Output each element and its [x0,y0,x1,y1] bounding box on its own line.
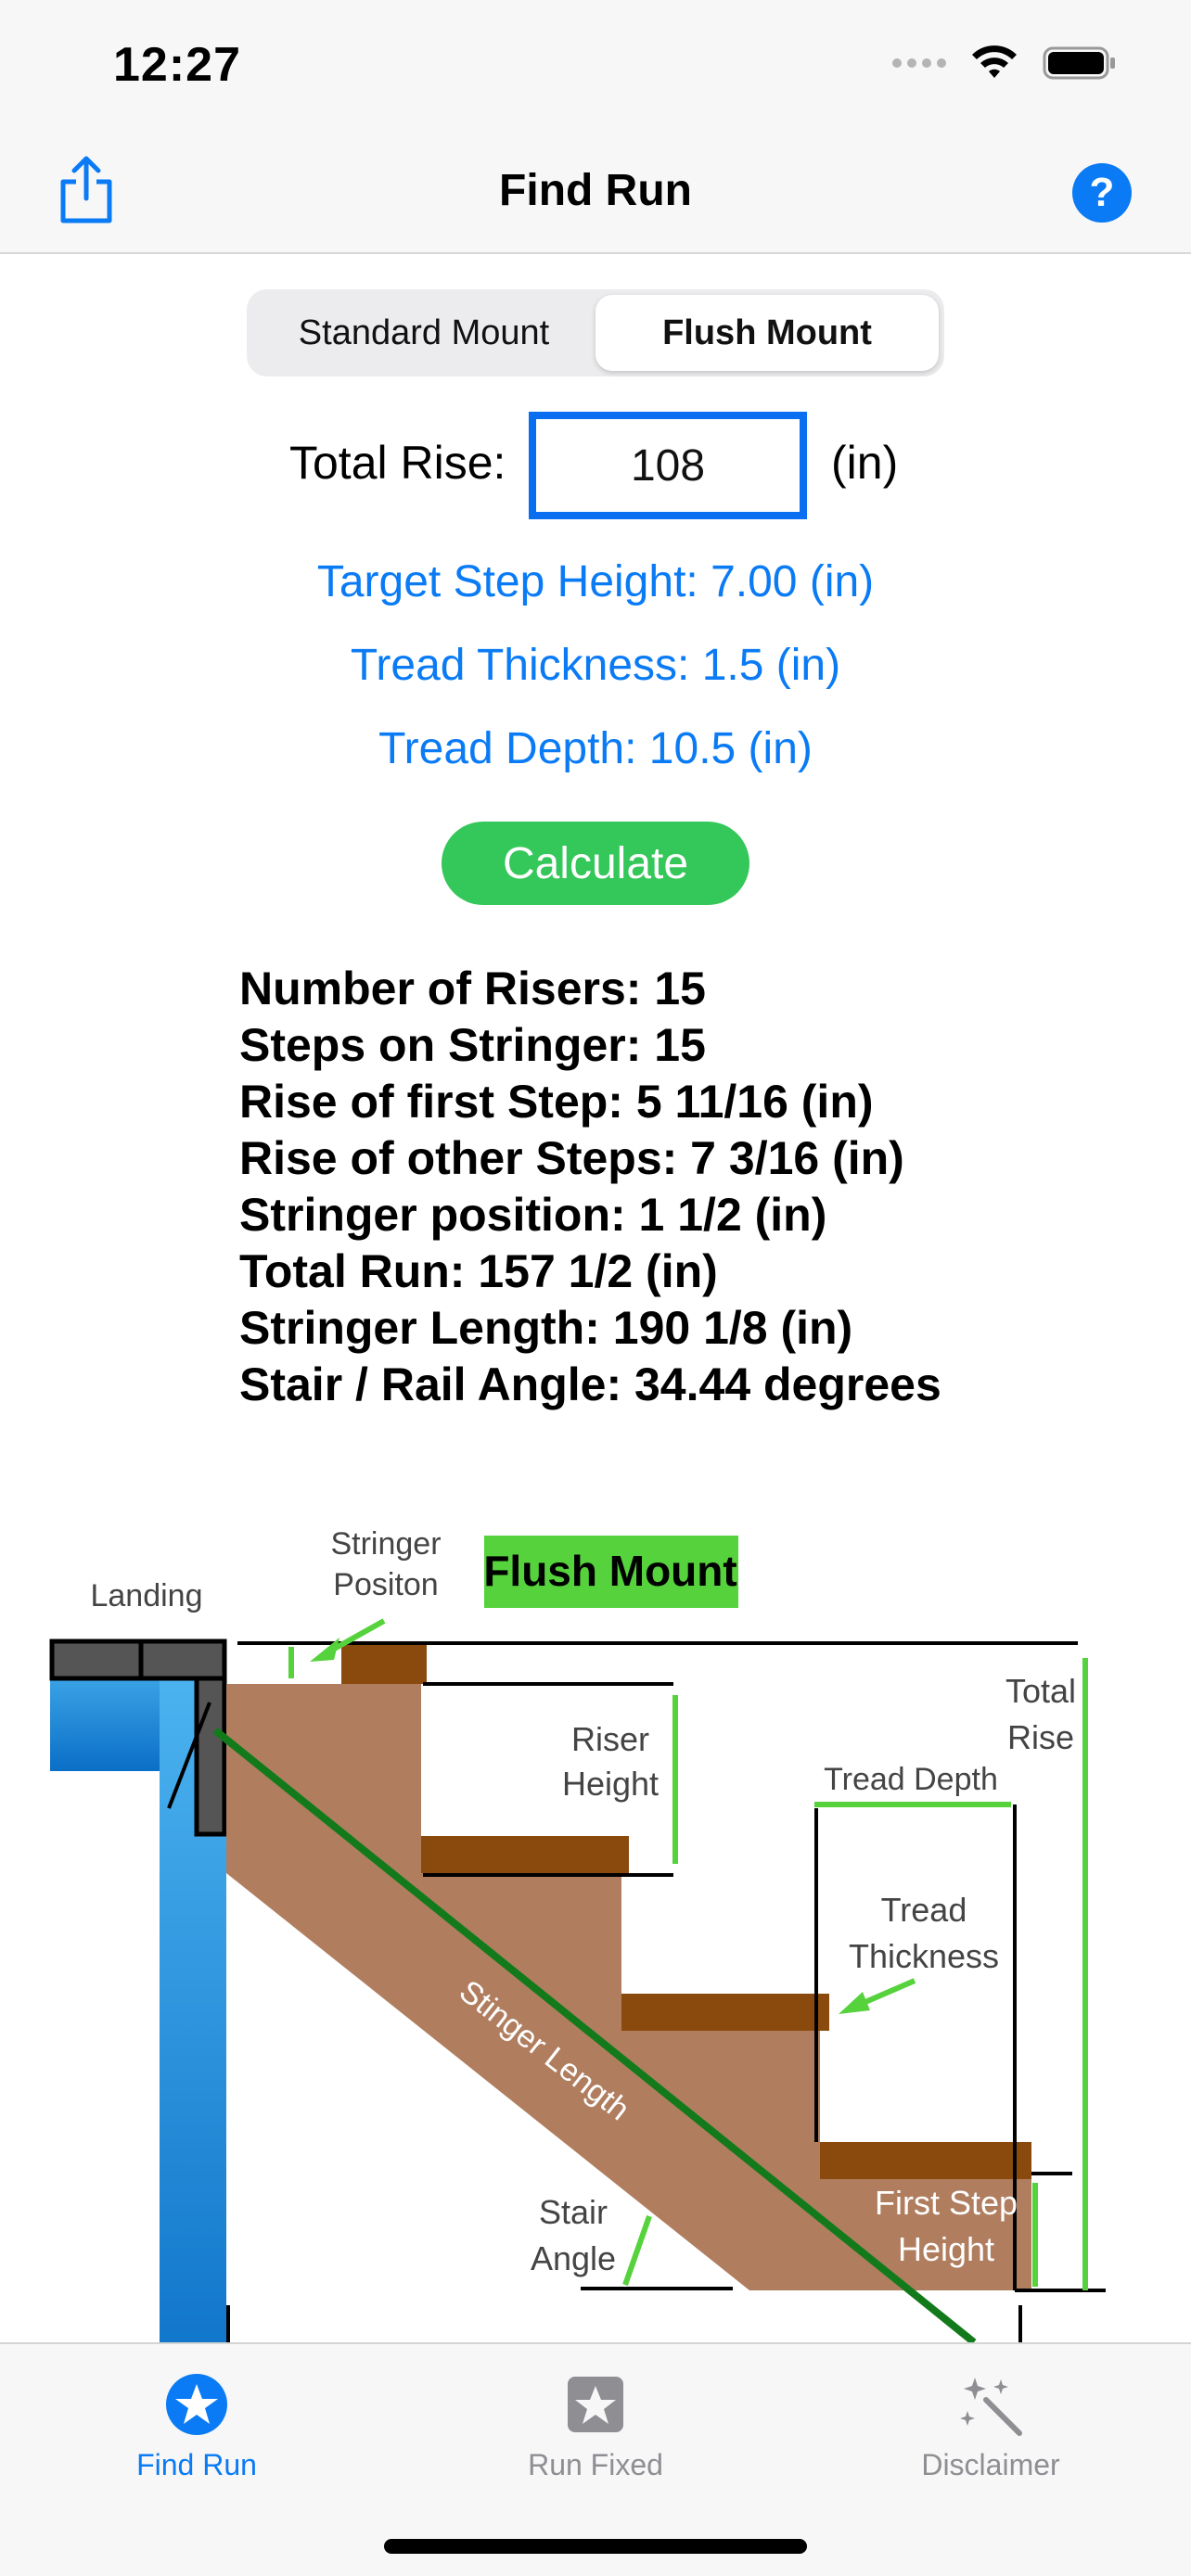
tread-3 [820,2142,1031,2179]
tread-2 [621,1994,829,2031]
tread-thickness-label-1: Tread [881,1891,967,1929]
tread-thickness-link[interactable]: Tread Thickness: 1.5 (in) [350,641,841,690]
help-button[interactable]: ? [1072,163,1132,223]
star-square-icon [568,2377,623,2432]
share-icon [60,156,112,223]
top-bar: 12:27 Find Run ? [0,0,1191,254]
ledger-angle-line [167,1702,211,1809]
result-rise-other-steps: Rise of other Steps: 7 3/16 (in) [239,1132,904,1184]
landing-cap-right [138,1639,227,1681]
stringer [226,1684,1031,2290]
total-rise-input[interactable] [529,412,807,519]
tab-disclaimer-label: Disclaimer [921,2448,1060,2481]
segment-flush-mount[interactable]: Flush Mount [596,295,939,371]
target-step-height-link[interactable]: Target Step Height: 7.00 (in) [316,557,875,606]
result-steps-on-stringer: Steps on Stringer: 15 [239,1019,706,1071]
total-rise-label-2: Rise [1007,1718,1074,1756]
tab-run-fixed-label: Run Fixed [528,2448,663,2481]
tab-disclaimer[interactable]: Disclaimer [852,2372,1130,2482]
results-list: Number of Risers: 15 Steps on Stringer: … [239,961,941,1413]
status-time: 12:27 [113,38,241,92]
calculate-button[interactable]: Calculate [442,822,749,905]
flush-mount-diagram: Flush Mount Landing Stinger Length Strin… [49,1526,1106,2346]
tread-depth-link[interactable]: Tread Depth: 10.5 (in) [378,724,813,773]
question-mark-icon: ? [1089,170,1115,215]
mount-type-segmented-control: Standard Mount Flush Mount [247,289,944,376]
home-indicator [384,2539,807,2554]
diagram-title-badge [484,1536,738,1608]
result-number-of-risers: Number of Risers: 15 [239,963,706,1014]
stringer-position-label-1: Stringer [330,1526,441,1562]
diagram-title: Flush Mount [483,1547,736,1595]
tread-depth-label: Tread Depth [824,1762,998,1797]
share-button[interactable] [54,154,119,224]
magic-wand-icon [960,2378,1022,2436]
star-circle-icon [166,2374,227,2435]
tread-1 [421,1836,629,1873]
stringer-position-label-2: Positon [333,1567,438,1602]
tab-run-fixed[interactable]: Run Fixed [456,2372,735,2482]
result-stringer-length: Stringer Length: 190 1/8 (in) [239,1302,853,1354]
result-total-run: Total Run: 157 1/2 (in) [239,1245,718,1297]
tab-bar: Find Run Run Fixed Disclaimer [0,2342,1191,2576]
stringer-length-line [212,1727,977,2346]
battery-icon [1043,45,1117,81]
landing-cap-left [49,1639,144,1681]
ledger-board [194,1676,227,1837]
tread-thickness-label-2: Thickness [849,1937,999,1975]
first-step-height-label-2: Height [898,2230,994,2268]
total-rise-unit: (in) [831,437,899,489]
result-stringer-position: Stringer position: 1 1/2 (in) [239,1189,827,1241]
wifi-icon [970,45,1018,82]
total-rise-row: Total Rise: (in) [0,412,1191,519]
segment-standard-mount[interactable]: Standard Mount [298,312,550,352]
result-rise-first-step: Rise of first Step: 5 11/16 (in) [239,1076,874,1128]
total-rise-label: Total Rise: [289,437,506,489]
stair-angle-label-1: Stair [539,2193,608,2231]
top-tread [341,1643,427,1684]
first-step-height-label-1: First Step [875,2184,1018,2222]
landing-label: Landing [90,1578,202,1613]
riser-height-label-1: Riser [571,1720,649,1758]
result-stair-angle: Stair / Rail Angle: 34.44 degrees [239,1358,941,1410]
page-title: Find Run [499,166,692,215]
status-icons [892,45,1117,82]
riser-height-label-2: Height [562,1765,659,1803]
tab-find-run[interactable]: Find Run [58,2372,336,2482]
tab-find-run-label: Find Run [136,2448,257,2481]
total-rise-label-1: Total [1005,1672,1076,1710]
cellular-signal-icon [892,58,946,68]
stair-angle-label-2: Angle [531,2239,616,2277]
